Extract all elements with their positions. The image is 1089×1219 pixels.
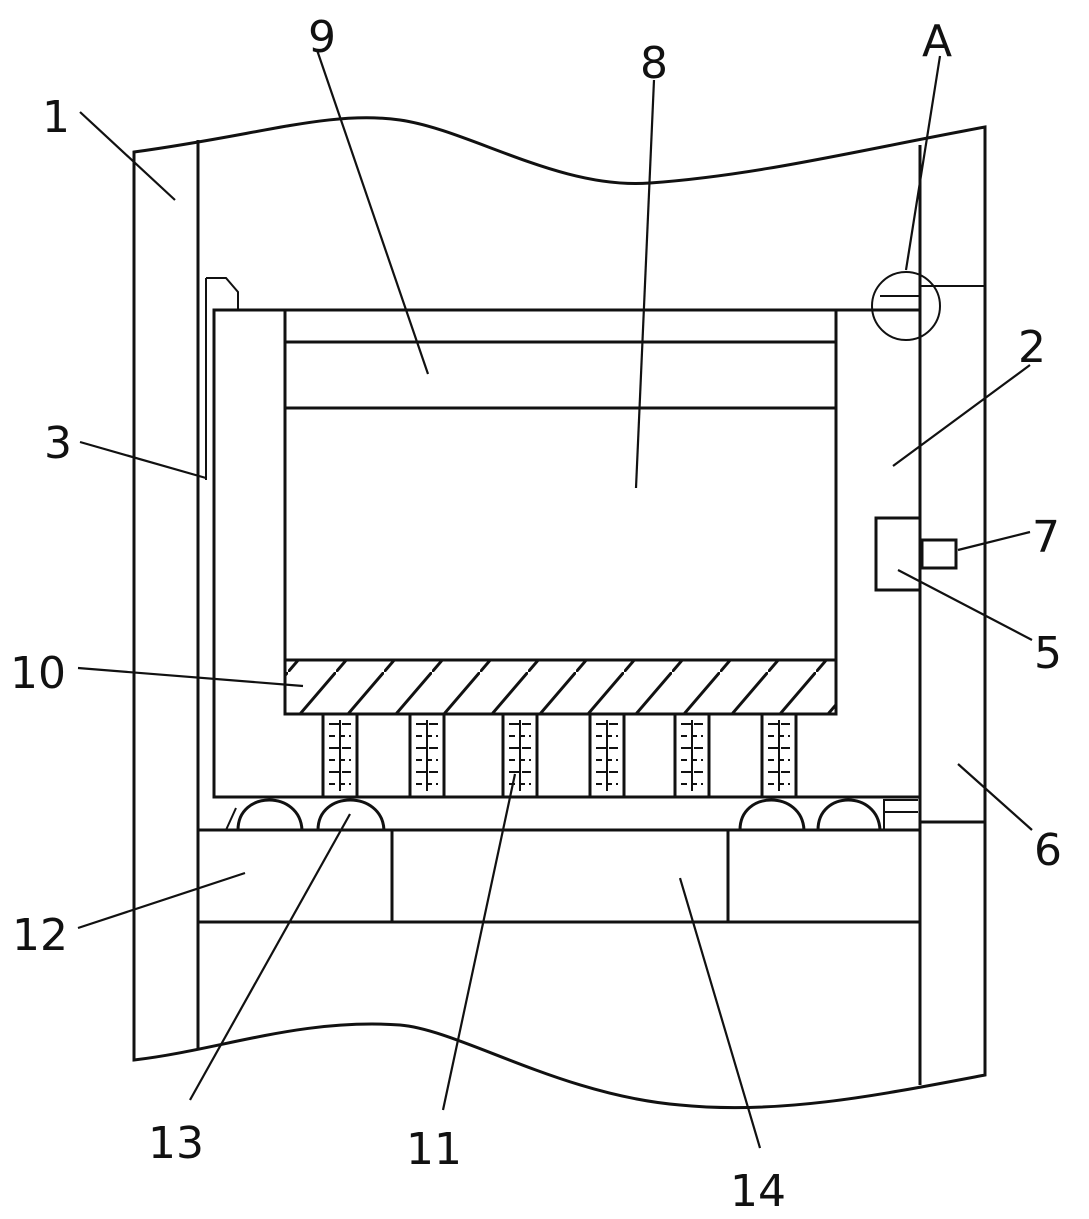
labels: 1 9 8 A 2 3 7 5 10 6 12 13 11 14: [10, 12, 1062, 1217]
label-7: 7: [1032, 512, 1060, 563]
label-8: 8: [640, 38, 668, 89]
leader-lines: [77, 49, 1033, 1149]
detail-a-circle: [871, 271, 985, 341]
hatched-pad-10: [283, 658, 838, 716]
base-block: [196, 828, 922, 924]
label-13: 13: [148, 1118, 204, 1169]
label-9: 9: [308, 12, 336, 63]
button-7: [920, 538, 958, 570]
label-1: 1: [42, 92, 70, 143]
springs-11: [321, 712, 798, 799]
rail-3: [206, 277, 239, 310]
spring: [408, 712, 446, 799]
label-12: 12: [12, 910, 68, 961]
label-3: 3: [44, 418, 72, 469]
label-a: A: [922, 16, 952, 67]
spring: [673, 712, 711, 799]
box-8: [283, 308, 838, 662]
label-6: 6: [1034, 825, 1062, 876]
spring: [588, 712, 626, 799]
label-10: 10: [10, 648, 66, 699]
rollers: [225, 798, 918, 832]
spring: [501, 712, 539, 799]
spring: [321, 712, 359, 799]
label-14: 14: [730, 1166, 786, 1217]
label-2: 2: [1018, 322, 1046, 373]
spring: [760, 712, 798, 799]
label-5: 5: [1034, 628, 1062, 679]
label-11: 11: [406, 1124, 462, 1175]
